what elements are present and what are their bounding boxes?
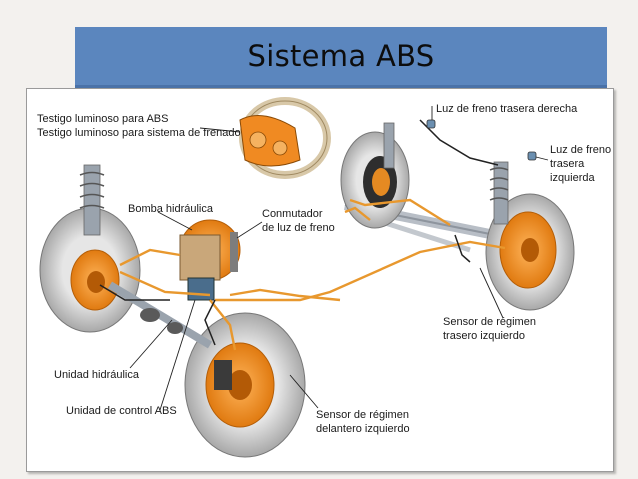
front-caliper (214, 360, 232, 390)
rear-left-shock (493, 161, 509, 225)
label-sensor-trasero-2: trasero izquierdo (443, 330, 525, 342)
brake-light-left-icon (527, 151, 537, 161)
rear-right-wheel (340, 122, 410, 229)
slide-title: Sistema ABS (247, 39, 435, 73)
steering-wheel (239, 97, 331, 179)
slide-title-bar: Sistema ABS (75, 27, 607, 88)
label-luz-derecha: Luz de freno trasera derecha (436, 103, 578, 115)
leader-lines (129, 106, 549, 411)
label-conmutador-2: de luz de freno (262, 222, 335, 234)
brake-lines (119, 198, 506, 351)
label-testigo-frenado: Testigo luminoso para sistema de frenado (37, 127, 241, 139)
label-luz-izq-1: Luz de freno (550, 144, 611, 156)
front-right-wheel (184, 312, 306, 458)
rear-left-wheel (485, 161, 575, 311)
label-testigo-abs: Testigo luminoso para ABS (37, 113, 168, 125)
front-left-wheel (39, 164, 141, 333)
abs-control-unit (187, 277, 215, 301)
label-unidad-control: Unidad de control ABS (66, 405, 177, 417)
sensor-wires (99, 119, 499, 346)
label-bomba: Bomba hidráulica (128, 203, 214, 215)
drive-shafts (107, 281, 213, 349)
rear-brake-lights (426, 119, 537, 161)
label-sensor-trasero-1: Sensor de régimen (443, 316, 536, 328)
front-left-strut (83, 164, 101, 236)
label-luz-izq-3: izquierda (550, 172, 596, 184)
label-conmutador-1: Conmutador (262, 208, 323, 220)
hydraulic-unit (179, 219, 241, 301)
label-luz-izq-2: trasera (550, 158, 585, 170)
brake-light-right-icon (426, 119, 436, 129)
rear-right-shock (383, 122, 395, 169)
label-unidad-hidraulica: Unidad hidráulica (54, 369, 140, 381)
label-sensor-delantero-2: delantero izquierdo (316, 423, 410, 435)
label-sensor-delantero-1: Sensor de régimen (316, 409, 409, 421)
dashboard-panel (239, 115, 301, 167)
